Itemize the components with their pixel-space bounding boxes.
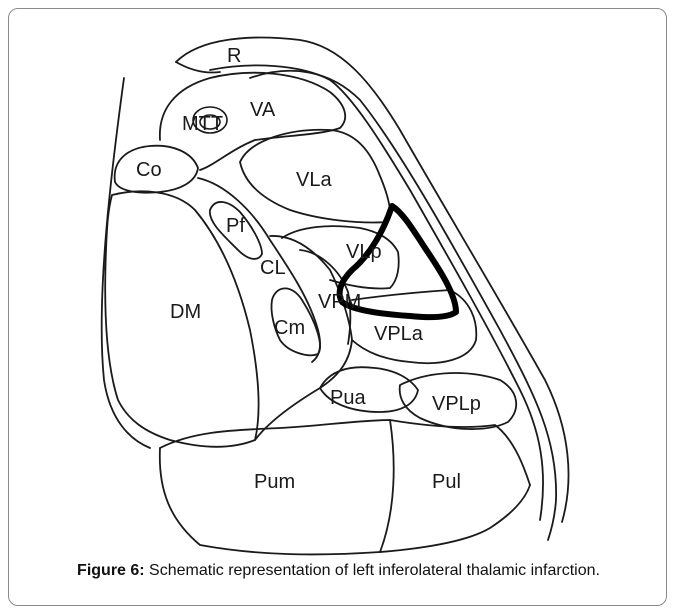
label-vpla: VPLa bbox=[374, 323, 424, 345]
figure-caption: Figure 6: Schematic representation of le… bbox=[0, 562, 677, 580]
reticular-band-mid bbox=[250, 71, 556, 540]
label-cl: CL bbox=[260, 257, 286, 279]
caption-text: Schematic representation of left inferol… bbox=[145, 562, 600, 579]
label-pua: Pua bbox=[330, 387, 366, 409]
label-dm: DM bbox=[170, 301, 201, 323]
label-pf: Pf bbox=[226, 215, 245, 237]
reticular-band-inner bbox=[210, 65, 543, 520]
label-vla: VLa bbox=[296, 169, 332, 191]
label-vpm: VPM bbox=[318, 291, 361, 313]
pulvinar-bottom bbox=[160, 448, 530, 554]
label-cm: Cm bbox=[274, 317, 305, 339]
label-va: VA bbox=[250, 99, 276, 121]
outer-left-line bbox=[102, 78, 150, 448]
label-vlp: VLp bbox=[346, 241, 382, 263]
reticular-top-cap bbox=[176, 62, 220, 73]
label-co: Co bbox=[136, 159, 162, 181]
thalamus-diagram: R VA MTT Co VLa Pf VLp CL DM VPM Cm VPLa… bbox=[0, 0, 677, 560]
label-r: R bbox=[227, 45, 241, 67]
label-pul: Pul bbox=[432, 471, 461, 493]
label-mtt: MTT bbox=[182, 113, 223, 135]
label-vplp: VPLp bbox=[432, 393, 481, 415]
caption-prefix: Figure 6: bbox=[77, 562, 145, 579]
label-pum: Pum bbox=[254, 471, 295, 493]
